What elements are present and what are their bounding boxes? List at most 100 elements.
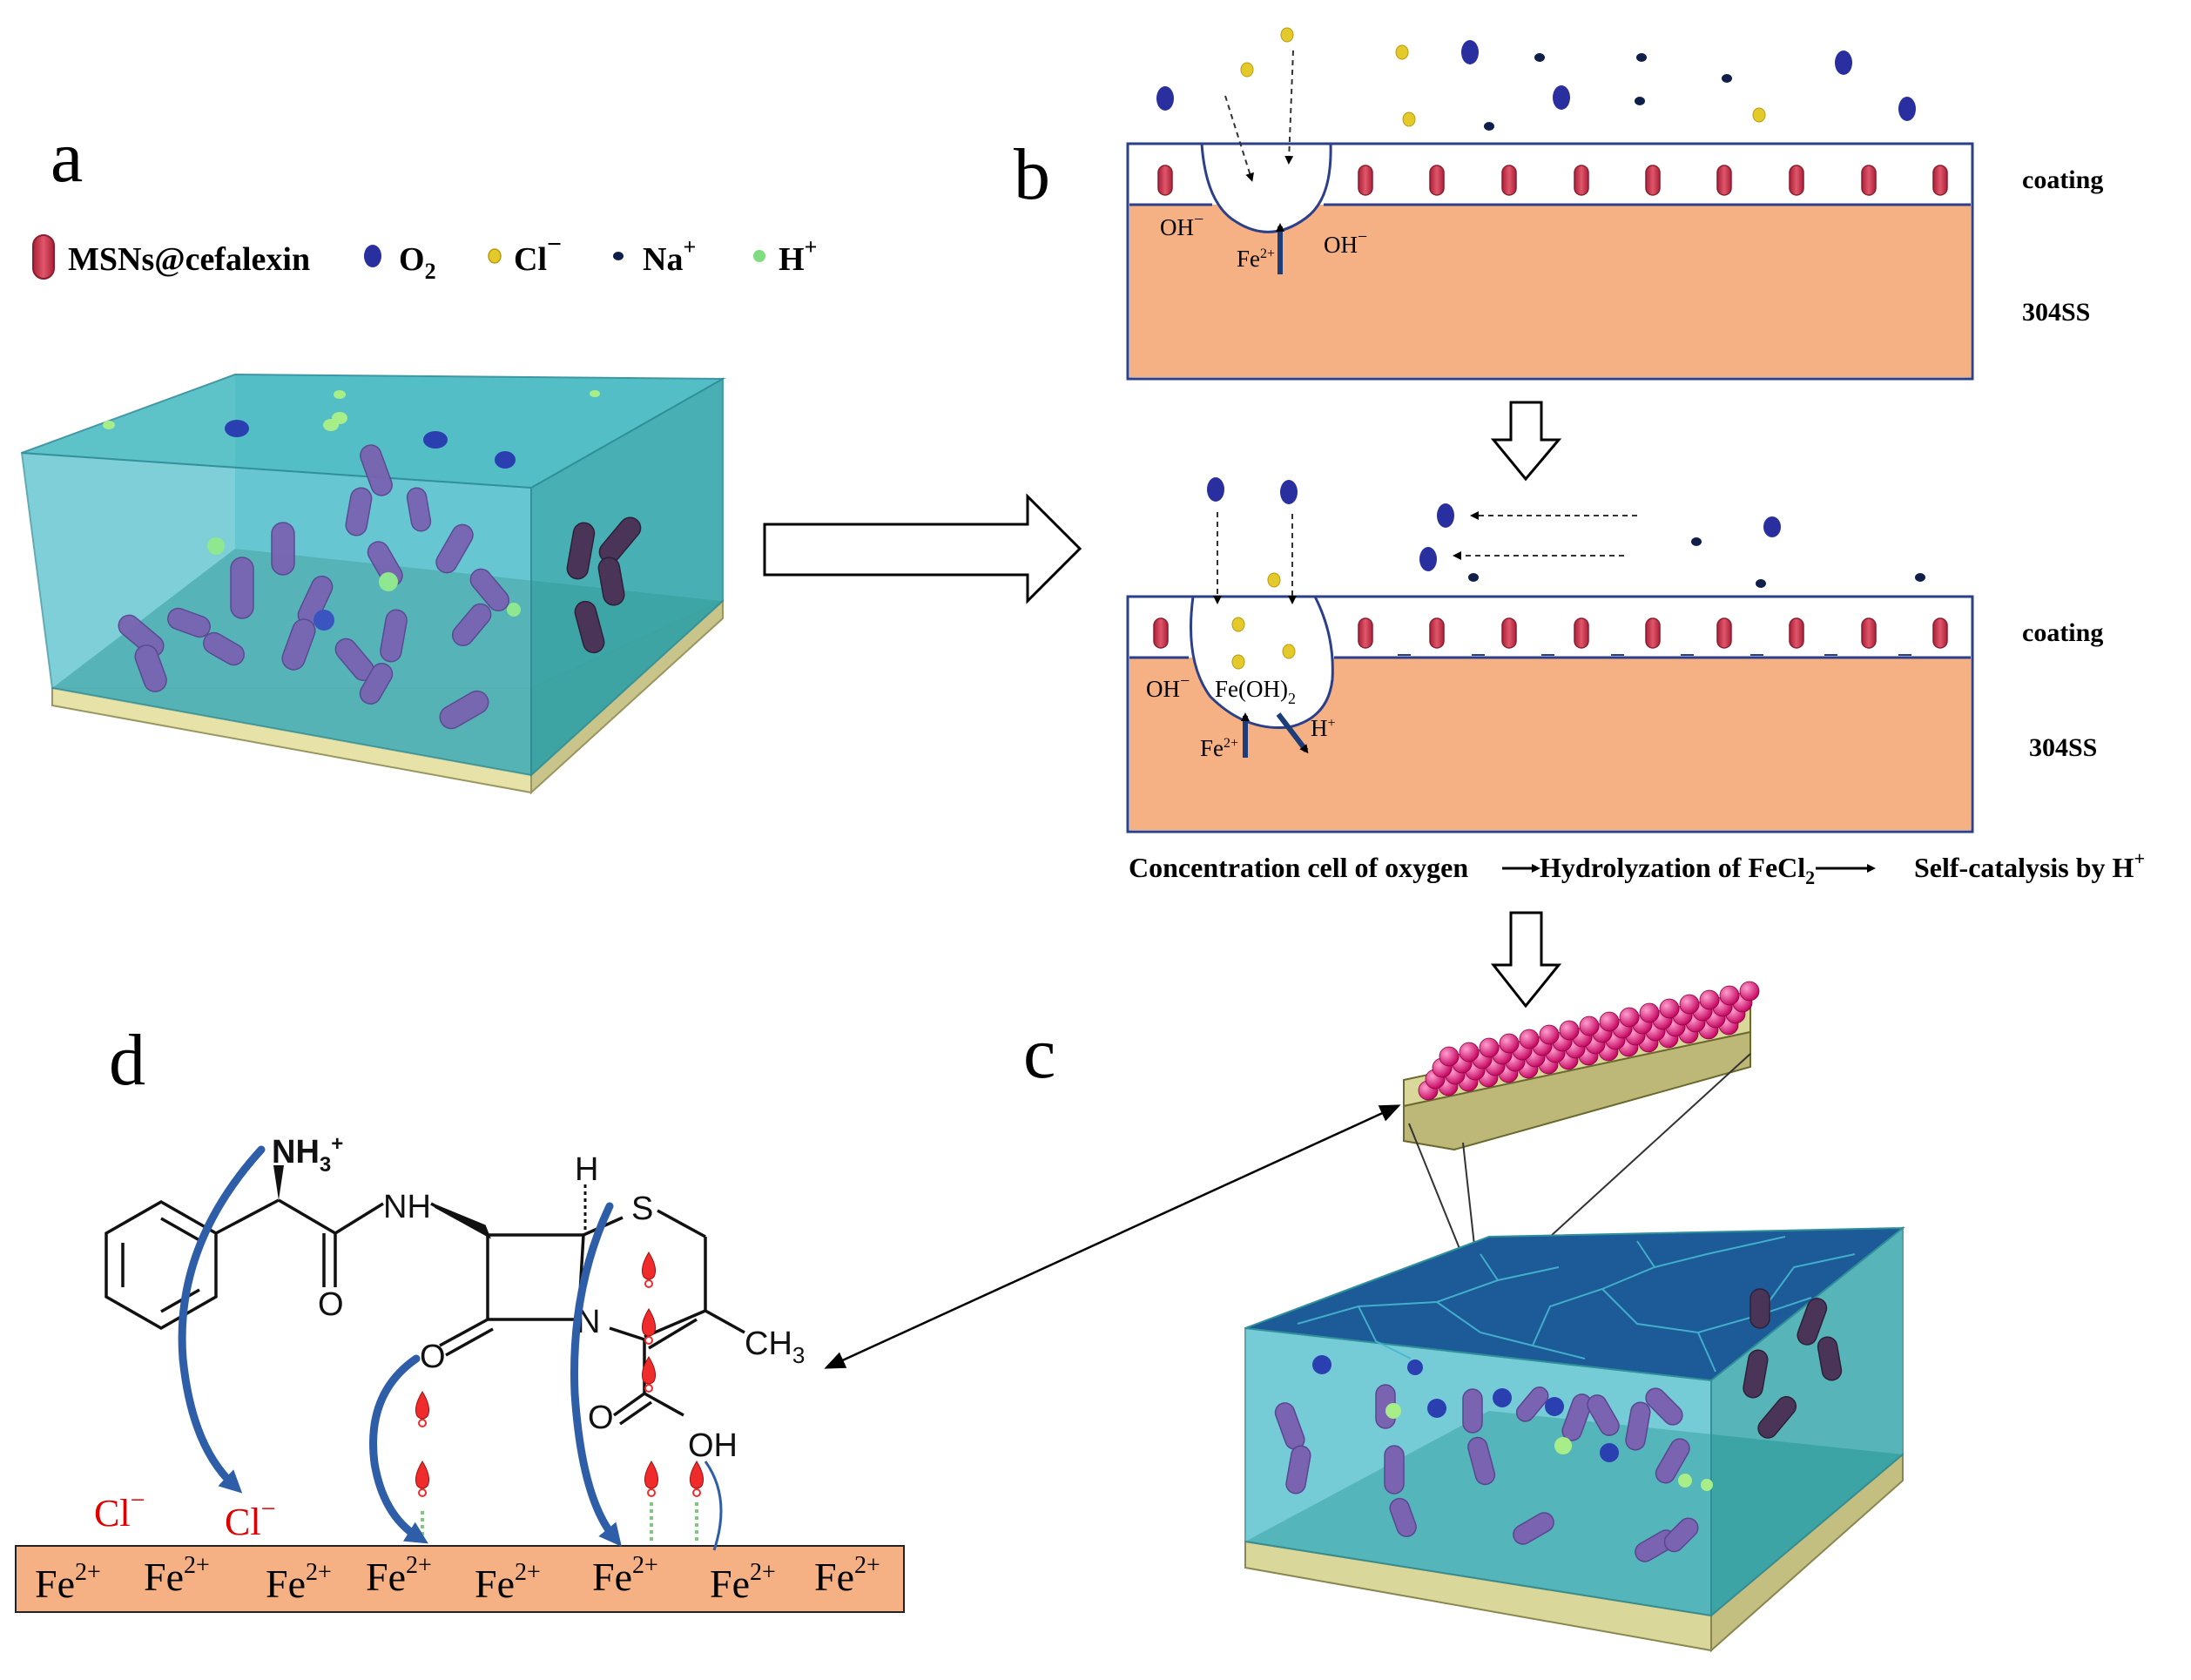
oh-group: OH [688, 1427, 738, 1464]
nanoparticle [1539, 1024, 1560, 1045]
lone-pair-dot [647, 1488, 656, 1497]
panel-d: Fe2+Fe2+Fe2+Fe2+Fe2+Fe2+Fe2+Fe2+ [15, 1132, 905, 1613]
fe-ion: Fe2+ [366, 1552, 432, 1599]
arrow-b-down-2 [1490, 911, 1562, 1009]
panel-b-top: OH− OH− Fe2+ coating 304SS [1126, 27, 2103, 381]
legend-o2-swatch [364, 245, 381, 267]
legend-na-label: Na+ [643, 234, 696, 278]
h-bottom: H+ [1311, 715, 1336, 741]
legend-msn-swatch [32, 234, 55, 280]
nanoparticle [1459, 1042, 1480, 1063]
ions-bottom [1207, 477, 1925, 670]
panel-c [1244, 981, 1905, 1653]
legend-na-swatch [613, 252, 624, 260]
o-amide: O [318, 1286, 344, 1323]
lone-pair-drop [642, 1308, 656, 1337]
fe-bottom: Fe2+ [1200, 735, 1238, 761]
panel-b-bottom: OH− Fe(OH)2 Fe2+ H+ coating 304SS [1126, 477, 2103, 833]
lone-pair-dot [692, 1488, 701, 1497]
coating-capsules-top [1157, 165, 1948, 196]
panel-b-caption: Concentration cell of oxygen Hydrolyzati… [1129, 847, 2145, 888]
substrate-label-top: 304SS [2022, 298, 2090, 327]
fe-ion-row: Fe2+Fe2+Fe2+Fe2+Fe2+Fe2+Fe2+Fe2+ [35, 1552, 880, 1606]
fe-top: Fe2+ [1237, 246, 1275, 272]
nanoparticle [1439, 1046, 1460, 1067]
nanoparticle [1499, 1033, 1520, 1054]
nanoparticle [1739, 981, 1760, 1002]
arrow-c-to-d [824, 1104, 1399, 1369]
molecule-bonds [215, 1198, 745, 1426]
panel-a-box [20, 373, 726, 795]
nanoparticle [1639, 1002, 1660, 1023]
lone-pair-dot [644, 1336, 653, 1345]
box-top [21, 373, 726, 489]
panel-label-b: b [1014, 134, 1050, 215]
chloride-ion-1: Cl− [94, 1486, 145, 1535]
fe-ion: Fe2+ [144, 1552, 210, 1599]
nanoparticle [1679, 994, 1700, 1015]
panel-a-capsules [118, 444, 510, 730]
wedge-bond-2 [435, 1204, 491, 1239]
nanoparticle [1579, 1015, 1600, 1036]
lone-pair-drop [690, 1461, 704, 1489]
nanoparticle [1719, 985, 1740, 1006]
oh-right-top: OH− [1324, 227, 1367, 258]
panel-a-particles [103, 390, 600, 631]
fe-ion: Fe2+ [814, 1552, 880, 1599]
nh-group: NH [383, 1189, 431, 1225]
ions-top [1156, 27, 1916, 131]
arrow-a-to-b [763, 493, 1082, 604]
s-atom: S [631, 1191, 653, 1227]
nanoparticle [1519, 1029, 1540, 1049]
lone-pair-dot [644, 1384, 653, 1393]
panel-c-top-coating [1244, 1226, 1905, 1382]
legend-o2-label: O2 [399, 241, 436, 284]
coating-capsules-bottom [1153, 617, 1948, 649]
legend-msn-label: MSNs@cefalexin [68, 241, 310, 278]
substrate-top [1129, 205, 1971, 377]
legend-h-swatch [753, 250, 765, 262]
coating-label-bottom: coating [2022, 618, 2103, 647]
chloride-ion-2: Cl− [225, 1494, 276, 1543]
feoh-label: Fe(OH)2 [1215, 676, 1296, 707]
oh-interaction [704, 1461, 723, 1551]
fe-surface [15, 1545, 905, 1613]
lone-pair-drop [415, 1461, 429, 1489]
nanoparticle [1619, 1007, 1640, 1028]
legend-cl-swatch [488, 248, 502, 264]
oh-left-bottom: OH− [1146, 671, 1190, 702]
benzene-ring [104, 1199, 218, 1331]
arrow-b-down-1 [1490, 401, 1562, 482]
fe-ion: Fe2+ [592, 1552, 658, 1599]
lone-pair-drop [644, 1461, 658, 1489]
wedge-bond-1 [273, 1165, 284, 1200]
coating-cracks [1297, 1236, 1856, 1373]
strip-front [1403, 1030, 1751, 1151]
donation-arrows [178, 1145, 622, 1547]
substrate-label-bottom: 304SS [2029, 733, 2097, 762]
nanoparticle [1559, 1020, 1580, 1041]
coating-label-top: coating [2022, 165, 2103, 194]
h-atom: H [575, 1151, 598, 1188]
legend: MSNs@cefalexin O2 Cl− Na+ H+ [32, 230, 817, 284]
nanoparticle [1659, 998, 1680, 1019]
panel-c-capsules [1274, 1288, 1843, 1562]
fe-ion: Fe2+ [266, 1559, 332, 1606]
caption-step-2: Hydrolyzation of FeCl2 [1540, 852, 1815, 888]
lone-pair-dot [418, 1419, 427, 1427]
nanoparticle [1599, 1011, 1620, 1032]
caption-step-1: Concentration cell of oxygen [1129, 852, 1468, 883]
nh3-group: NH3+ [272, 1132, 343, 1177]
fe-ion: Fe2+ [475, 1559, 541, 1606]
ch3-group: CH3 [745, 1326, 805, 1368]
fe-ion: Fe2+ [35, 1559, 101, 1606]
panel-label-c: c [1023, 1013, 1055, 1094]
legend-h-label: H+ [779, 234, 817, 278]
lone-pair-dot [418, 1488, 427, 1497]
panel-label-a: a [51, 117, 83, 198]
panel-a-dark-capsules [566, 516, 642, 654]
oh-left-top: OH− [1160, 210, 1203, 240]
lone-pairs [415, 1252, 704, 1542]
